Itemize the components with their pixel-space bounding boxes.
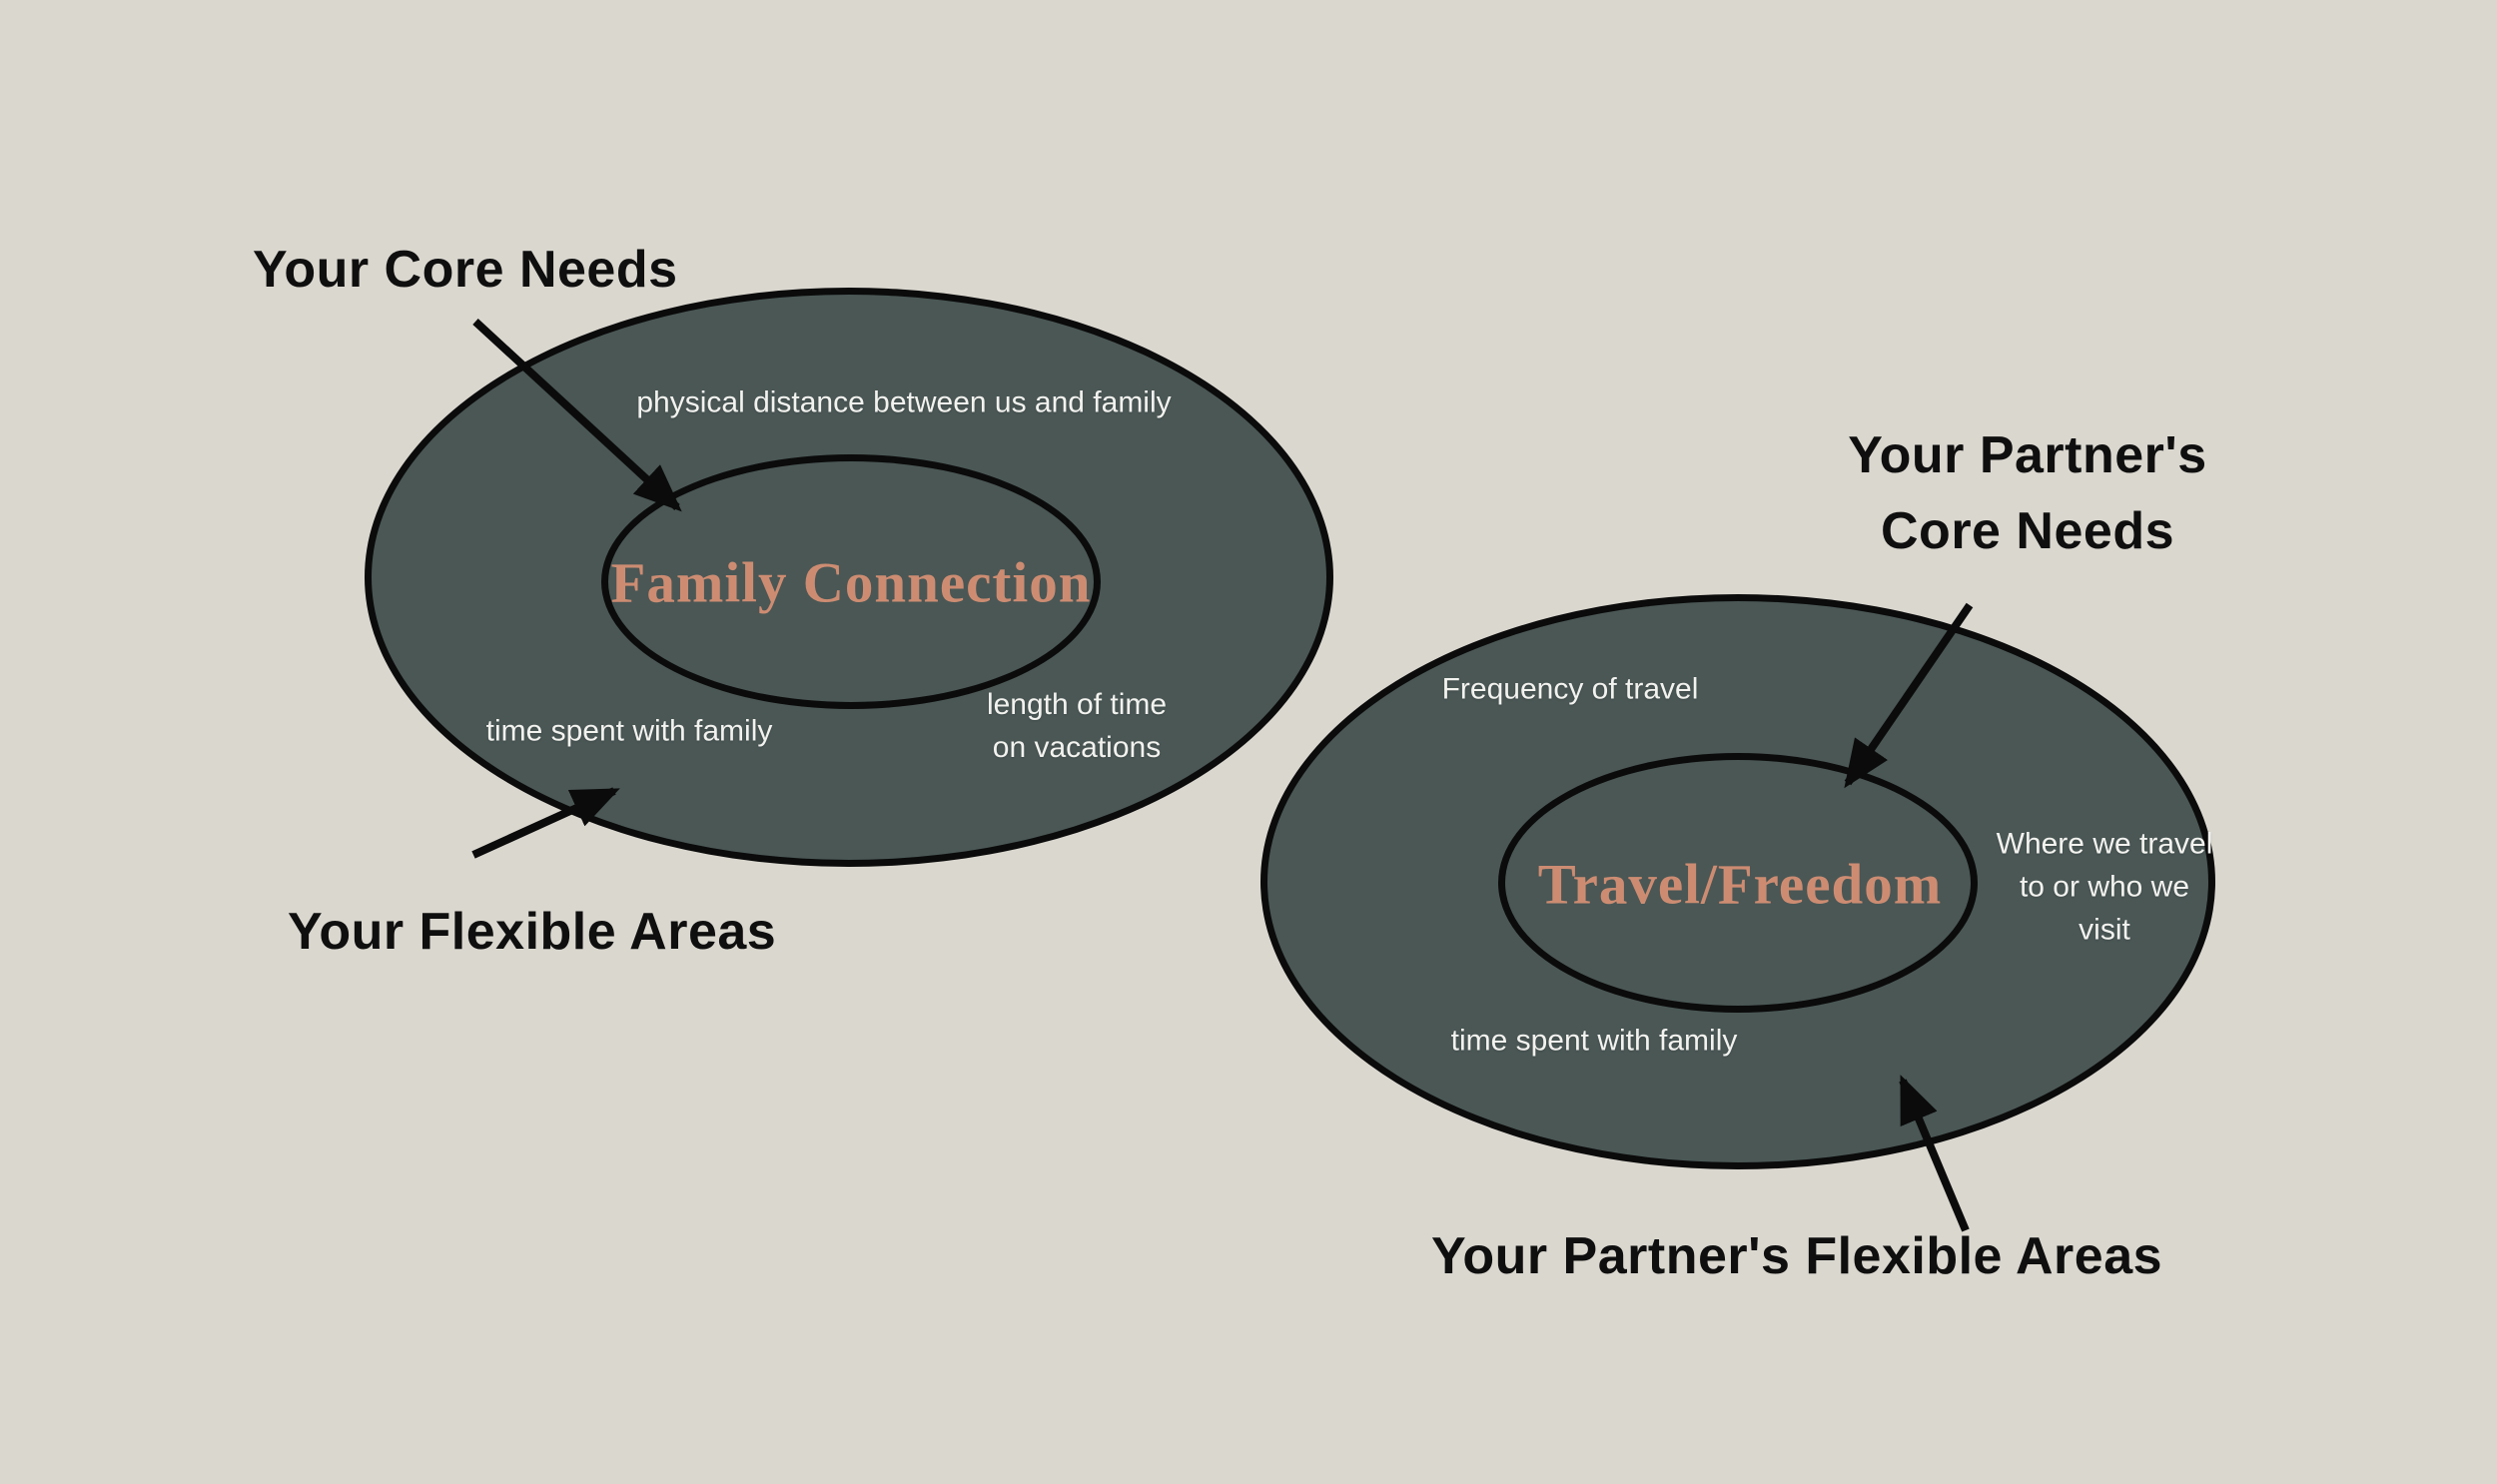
left-item-length-of-time-line2: on vacations bbox=[992, 731, 1162, 764]
right-core-needs-title-line1: Your Partner's bbox=[1848, 426, 2207, 484]
right-core-needs-title: Your Partner's Core Needs bbox=[1848, 417, 2206, 569]
left-core-needs-title: Your Core Needs bbox=[253, 241, 678, 299]
right-core-needs-title-line2: Core Needs bbox=[1881, 502, 2174, 560]
right-item-where-we-travel-line2: to or who we bbox=[2019, 870, 2190, 904]
right-item-where-we-travel-line3: visit bbox=[2079, 913, 2130, 947]
left-flexible-areas-title: Your Flexible Areas bbox=[288, 903, 777, 961]
right-inner-ellipse-core-need bbox=[1498, 753, 1978, 1013]
left-core-need-label: Family Connection bbox=[610, 551, 1092, 615]
right-core-need-label: Travel/Freedom bbox=[1537, 853, 1943, 917]
left-item-time-spent: time spent with family bbox=[485, 714, 773, 748]
right-item-time-spent: time spent with family bbox=[1450, 1024, 1738, 1058]
left-item-physical-distance: physical distance between us and family bbox=[636, 385, 1172, 419]
right-item-where-we-travel: Where we travel to or who we visit bbox=[1997, 823, 2213, 952]
right-item-where-we-travel-line1: Where we travel bbox=[1996, 827, 2213, 861]
left-inner-ellipse-core-need bbox=[601, 454, 1101, 709]
right-flexible-areas-title: Your Partner's Flexible Areas bbox=[1431, 1227, 2163, 1285]
left-item-length-of-time-line1: length of time bbox=[986, 688, 1168, 721]
right-item-frequency-of-travel: Frequency of travel bbox=[1441, 672, 1699, 706]
left-item-length-of-time: length of time on vacations bbox=[987, 683, 1167, 769]
